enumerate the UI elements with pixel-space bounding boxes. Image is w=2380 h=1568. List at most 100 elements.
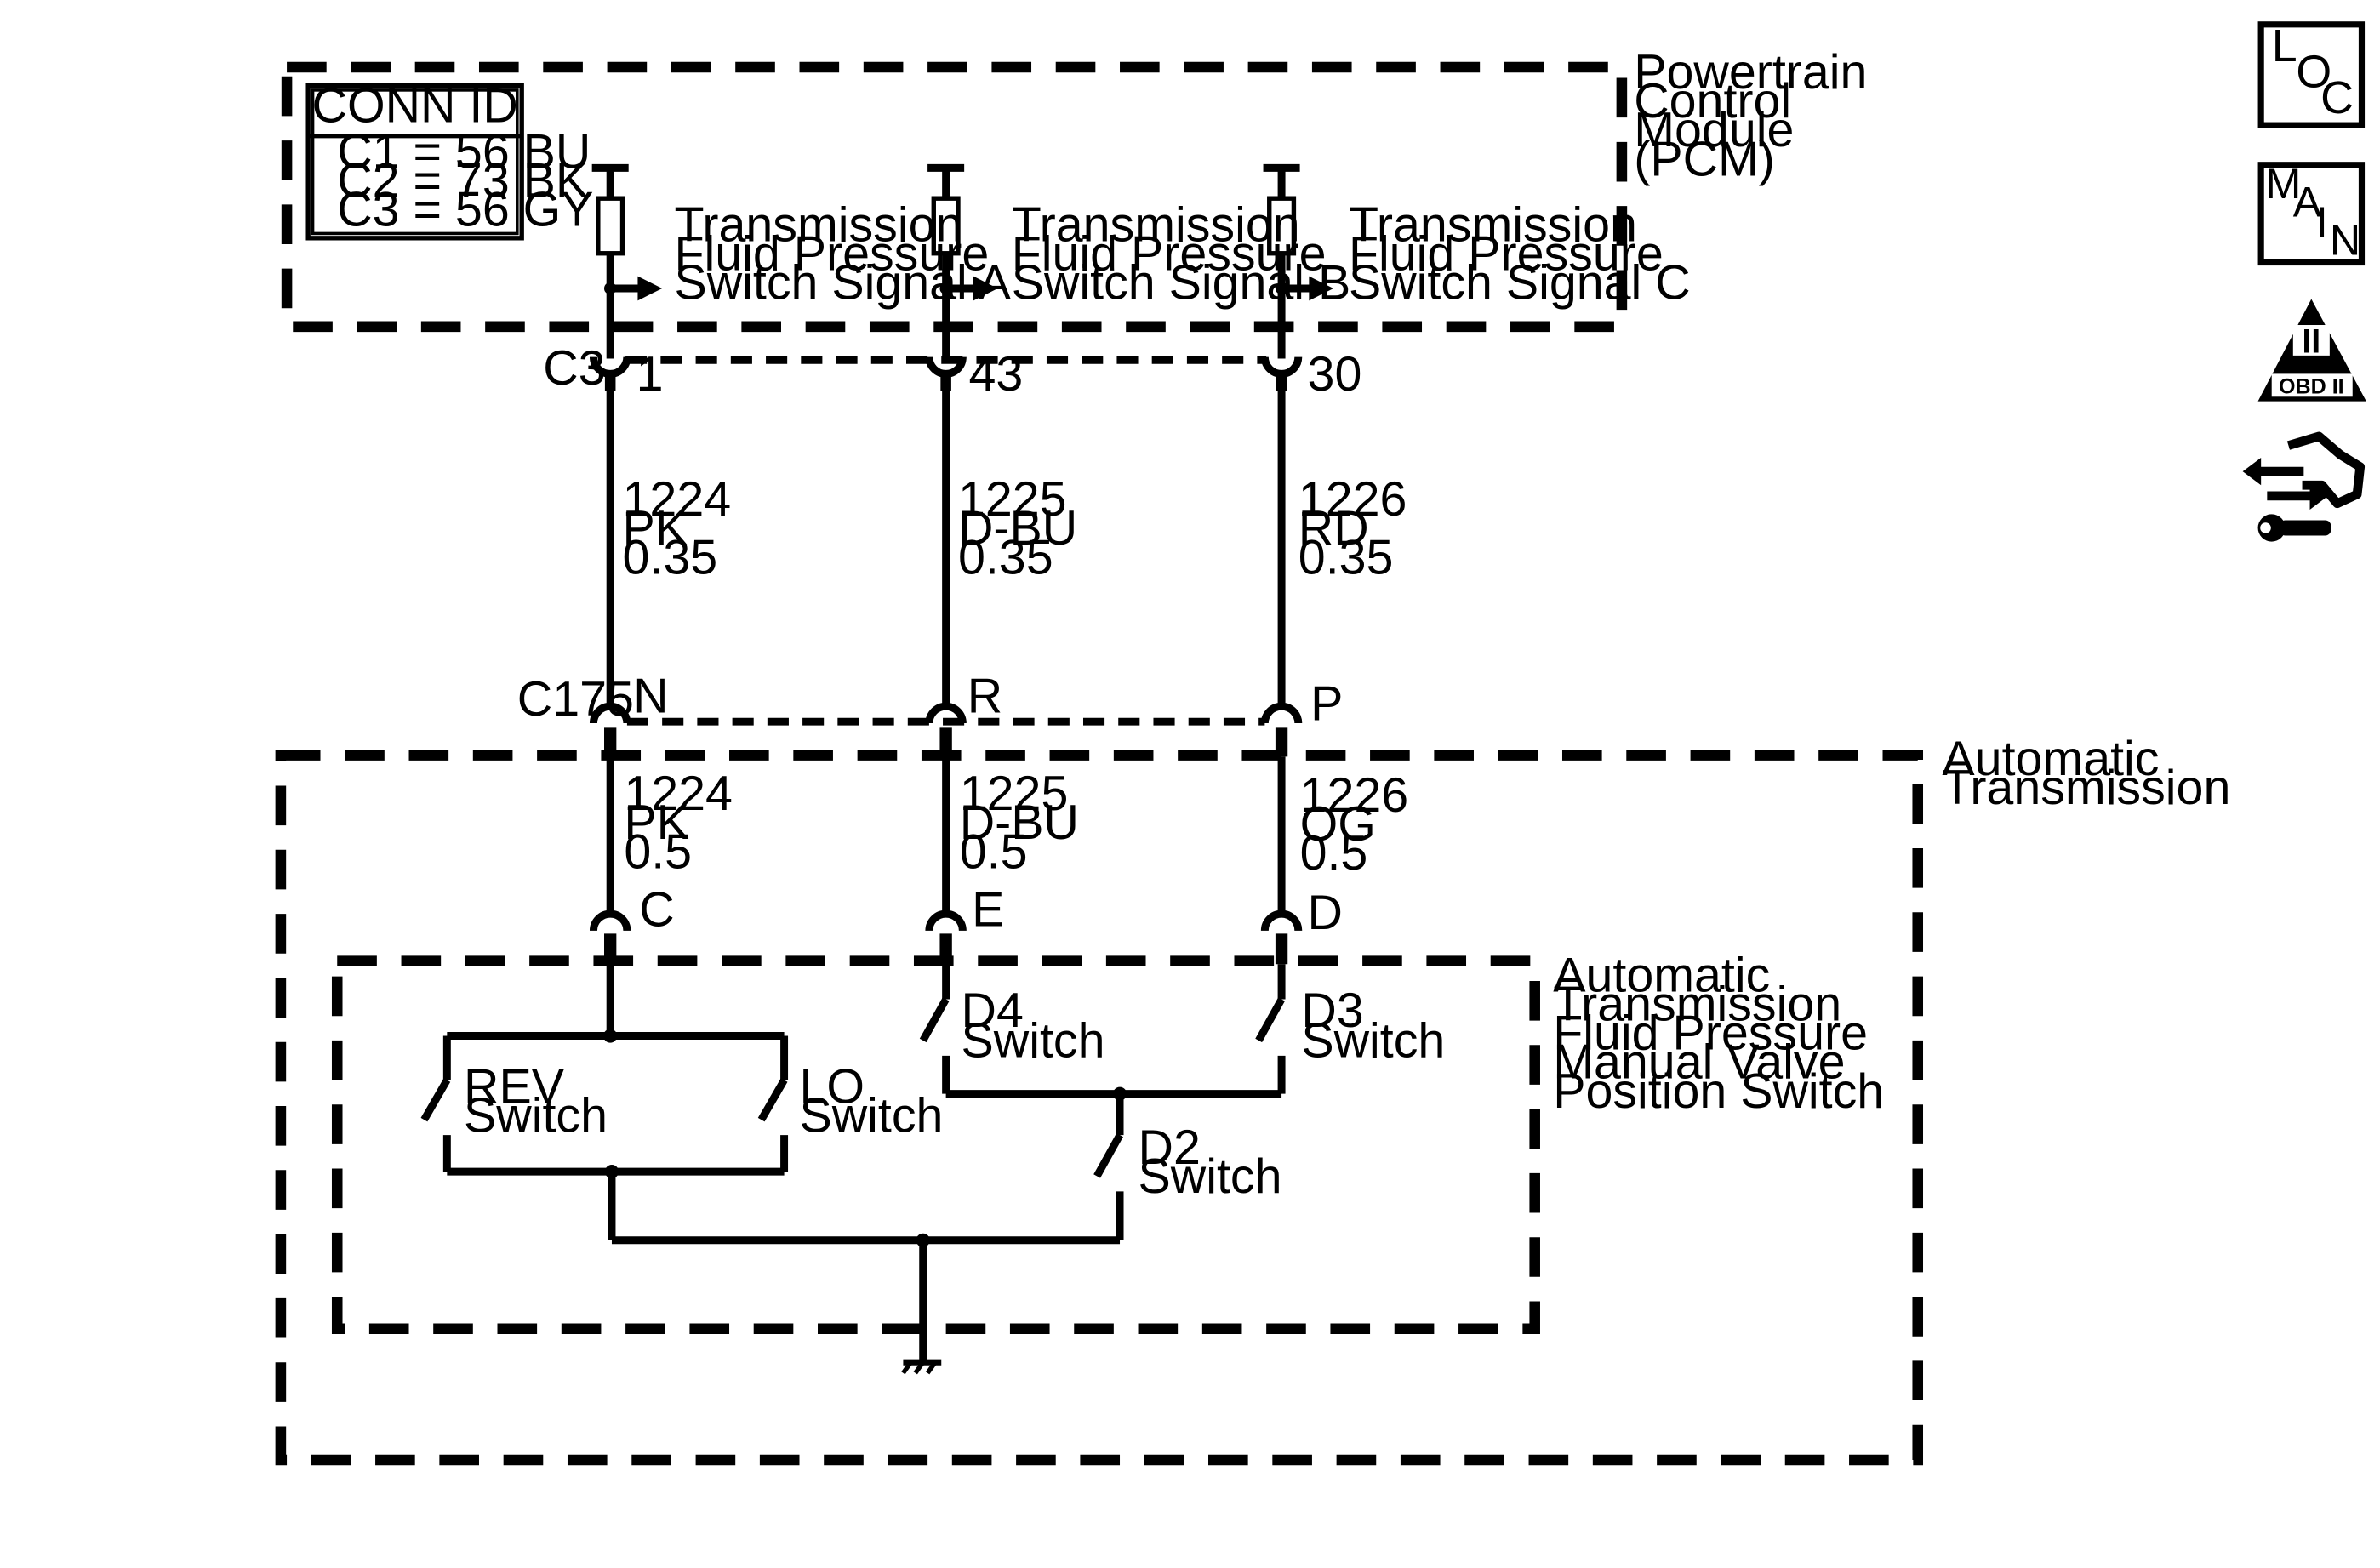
wire-color: PK — [623, 501, 688, 556]
loc-nav-icon[interactable]: L O C — [2257, 20, 2366, 128]
switch-network — [420, 964, 1286, 1361]
position-switch-box — [331, 955, 1540, 1335]
pin-letter: E — [972, 882, 1004, 937]
switch-connector: C E D — [589, 882, 1343, 965]
pcm-label-line: Powertrain — [1634, 45, 1867, 100]
conn-id-title: CONN ID — [312, 79, 518, 134]
wire-label-1225-lower: 1225 D-BU 0.5 — [960, 767, 1079, 879]
switch-name: Switch — [962, 1014, 1105, 1069]
pin-letter: C — [639, 882, 674, 937]
transmission-label: Automatic Transmission — [1942, 732, 2230, 815]
pcm-input-b — [927, 163, 998, 359]
d3-switch-contact — [1255, 997, 1285, 1043]
pcm-label-line: Module — [1634, 103, 1794, 157]
diagnostic-tool-icon[interactable] — [2242, 431, 2366, 542]
signal-line: Switch Signal A — [674, 256, 1011, 311]
conn-id-row: C2 = 73 BK — [337, 153, 588, 208]
wire-color: RD — [1298, 501, 1369, 556]
signal-label-c: Transmission Fluid Pressure Switch Signa… — [1349, 197, 1691, 310]
conn-id-row: C1 = 56 BU — [337, 124, 591, 179]
position-switch-label-line: Transmission — [1553, 978, 1841, 1032]
switch-name: Switch — [1139, 1149, 1282, 1204]
signal-line: Transmission — [1349, 197, 1637, 252]
wire-color: D-BU — [960, 795, 1079, 850]
wire-gauge: 0.5 — [624, 824, 692, 879]
d4-switch-label: D4 Switch — [962, 984, 1105, 1069]
pin-number: 43 — [969, 347, 1024, 402]
switch-name: D2 — [1139, 1120, 1201, 1175]
wire-gauge: 0.5 — [1300, 826, 1368, 881]
loc-letter: C — [2320, 72, 2354, 123]
signal-arrow-icon — [1309, 276, 1334, 301]
conn-id-row: C3 = 56 GY — [337, 182, 593, 237]
signal-line: Switch Signal C — [1349, 256, 1691, 311]
pin-number: 30 — [1308, 347, 1362, 402]
wire-label-1226-lower: 1226 OG 0.5 — [1300, 768, 1409, 881]
signal-line: Fluid Pressure — [1012, 226, 1327, 281]
signal-line: Fluid Pressure — [1349, 226, 1664, 281]
pin-letter: N — [633, 669, 668, 723]
signal-line: Switch Signal B — [1012, 256, 1351, 311]
connector-c3: C3 1 43 30 — [543, 341, 1361, 402]
transmission-box — [275, 750, 1924, 1466]
pull-up-resistor — [931, 196, 961, 256]
position-switch-label-line: Fluid Pressure — [1553, 1006, 1868, 1061]
d4-switch-contact — [919, 997, 950, 1043]
signal-label-b: Transmission Fluid Pressure Switch Signa… — [1012, 197, 1351, 310]
wire-gauge: 0.5 — [960, 824, 1028, 879]
rev-switch-label: REV Switch — [464, 1059, 608, 1143]
switch-name: D4 — [962, 984, 1024, 1038]
wire-color: PK — [624, 795, 689, 850]
position-switch-label-line: Position Switch — [1553, 1064, 1884, 1119]
switch-name: Switch — [1301, 1014, 1445, 1069]
lo-switch-label: LO Switch — [800, 1059, 944, 1143]
pin-letter: R — [967, 669, 1002, 723]
obd-numeral: II — [2302, 322, 2320, 360]
wire-label-1224-lower: 1224 PK 0.5 — [624, 767, 733, 879]
main-nav-icon[interactable]: M A I N — [2257, 160, 2366, 266]
connector-name: C3 — [543, 341, 605, 396]
obd-ii-icon[interactable]: II OBD II — [2257, 299, 2366, 402]
d2-switch-label: D2 Switch — [1139, 1120, 1282, 1204]
circuit-number: 1224 — [624, 767, 733, 821]
circuit-number: 1224 — [623, 472, 732, 527]
circuit-number: 1225 — [960, 767, 1069, 821]
d2-switch-contact — [1093, 1132, 1123, 1178]
switch-name: Switch — [800, 1088, 944, 1143]
main-letter: N — [2330, 217, 2360, 265]
wire-label-1225-upper: 1225 D-BU 0.35 — [958, 472, 1077, 584]
switch-name: Switch — [464, 1088, 608, 1143]
pcm-label-line: (PCM) — [1634, 132, 1775, 186]
circuit-number: 1225 — [958, 472, 1067, 527]
position-switch-label-line: Automatic — [1553, 949, 1770, 1003]
loc-letter: O — [2296, 46, 2331, 97]
connector-c175: C175 N R P — [517, 669, 1343, 757]
wire-gauge: 0.35 — [1298, 530, 1394, 584]
switch-name: REV — [464, 1059, 564, 1114]
signal-line: Transmission — [1012, 197, 1300, 252]
circuit-number: 1226 — [1300, 768, 1409, 823]
wire-color: OG — [1300, 797, 1376, 852]
main-letter: A — [2293, 179, 2322, 226]
pcm-box — [281, 61, 1628, 333]
pcm-label-line: Control — [1634, 74, 1791, 128]
conn-id-table: CONN ID C1 = 56 BU C2 = 73 BK C3 = 56 GY — [305, 79, 594, 241]
position-switch-label: Automatic Transmission Fluid Pressure Ma… — [1553, 949, 1884, 1119]
transmission-label-line: Transmission — [1942, 761, 2230, 815]
obd-label: OBD II — [2279, 375, 2344, 399]
pcm-input-a — [591, 163, 663, 359]
pull-up-resistor — [596, 196, 625, 256]
circuit-number: 1226 — [1298, 472, 1407, 527]
wire-color: D-BU — [958, 501, 1077, 556]
connector-name: C175 — [517, 672, 634, 727]
rev-switch-contact — [420, 1078, 451, 1122]
pin-letter: D — [1308, 886, 1343, 940]
signal-line: Transmission — [674, 197, 962, 252]
position-switch-label-line: Manual Valve — [1553, 1035, 1845, 1090]
wire-gauge: 0.35 — [958, 530, 1053, 584]
wire-label-1226-upper: 1226 RD 0.35 — [1298, 472, 1407, 584]
ground-icon — [901, 1359, 942, 1375]
lo-switch-contact — [757, 1078, 788, 1122]
